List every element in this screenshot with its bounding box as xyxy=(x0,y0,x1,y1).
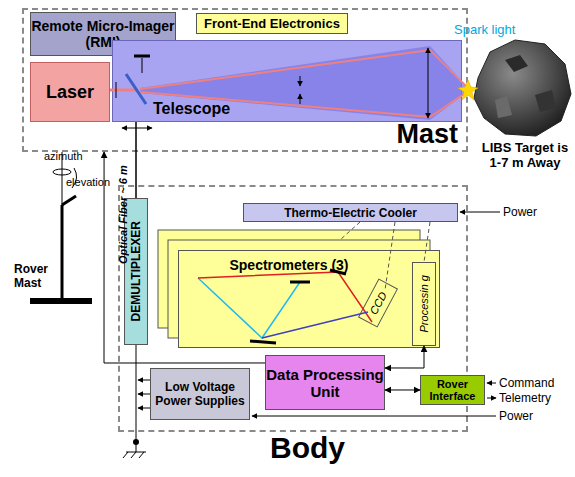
ground-node xyxy=(133,439,139,445)
lens-symbol xyxy=(300,94,301,104)
signal-wire xyxy=(385,389,420,390)
power-bus xyxy=(136,345,137,442)
rmi-path xyxy=(142,58,143,73)
light-ray xyxy=(198,272,372,322)
light-ray xyxy=(198,278,300,338)
beam-size-mark xyxy=(116,82,117,98)
command-wire xyxy=(487,383,496,384)
rover-deck xyxy=(30,298,92,304)
node-text: Data Processing Unit xyxy=(266,366,384,400)
spark-symbol xyxy=(458,80,478,100)
laser-beam xyxy=(140,50,470,117)
node-text: Rover Interface xyxy=(421,378,484,402)
mirror xyxy=(330,270,346,274)
node-text: Mast xyxy=(396,119,458,150)
part-label: Rover Mast xyxy=(14,262,58,290)
axis-label: azimuth xyxy=(44,150,104,162)
laser-box: Laser xyxy=(30,62,110,122)
telescope-box: Telescope xyxy=(112,40,462,122)
signal-label: Command xyxy=(499,376,569,390)
focus-arrow xyxy=(122,128,152,129)
beam-splitter-mirror xyxy=(126,74,146,104)
lens-symbol xyxy=(428,48,429,118)
spectrometer-box: Spectrometers (3) CCD Processin g xyxy=(178,250,440,348)
mast-arm xyxy=(62,196,76,205)
light-ray xyxy=(262,312,368,338)
rock-texture xyxy=(505,55,528,72)
node-text: Spectrometers (3) xyxy=(229,257,348,273)
cooler-link xyxy=(424,222,430,262)
body-group: BodyThermo-Electric CoolerDEMULTIPLEXERS… xyxy=(118,185,468,432)
signal-label: Telemetry xyxy=(499,391,569,405)
ground-symbol xyxy=(131,452,136,458)
node-text: Body xyxy=(270,430,345,466)
optical-fiber xyxy=(135,122,137,198)
node-text: Front-End Electronics xyxy=(204,16,340,31)
signal-label: Power xyxy=(499,409,559,423)
signal-wire xyxy=(104,152,265,363)
rock-texture xyxy=(535,90,556,112)
power-supply-box: Low Voltage Power Supplies xyxy=(150,368,250,420)
power-wire xyxy=(460,212,500,213)
power-wire xyxy=(138,380,150,381)
ground-symbol xyxy=(126,452,146,453)
target-rock xyxy=(474,40,571,136)
ccd-box: CCD xyxy=(358,278,398,327)
rmi-mirror xyxy=(134,55,150,58)
power-wire xyxy=(138,394,150,395)
electronics-box: Front-End Electronics xyxy=(196,13,348,34)
node-text: Telescope xyxy=(153,100,230,118)
cooler-link xyxy=(340,222,360,240)
laser-beam xyxy=(110,89,136,92)
processing-box: Processin g xyxy=(412,262,436,346)
ground-symbol xyxy=(136,442,137,452)
cooler-link xyxy=(385,222,395,290)
interface-box: Rover Interface xyxy=(420,375,485,405)
lens-symbol xyxy=(300,76,301,86)
mast-post xyxy=(61,205,64,298)
node-text: Low Voltage Power Supplies xyxy=(151,380,249,408)
mirror xyxy=(290,281,310,284)
grating xyxy=(250,341,276,343)
light-cone xyxy=(140,46,470,120)
rock-texture xyxy=(495,96,512,118)
node-text: DEMULTIPLEXER xyxy=(129,221,143,321)
power-wire xyxy=(252,416,496,417)
fiber-label: Optical Fiber ~ 6 m xyxy=(117,152,133,264)
azimuth-arrow xyxy=(53,169,71,175)
ground-symbol xyxy=(123,452,128,458)
node-text: Thermo-Electric Cooler xyxy=(284,206,417,220)
node-text: Laser xyxy=(46,82,94,103)
signal-wire xyxy=(385,346,424,368)
processing-unit-box: Data Processing Unit xyxy=(265,355,385,410)
cooler-box: Thermo-Electric Cooler xyxy=(243,203,458,222)
signal-label: Power xyxy=(503,205,553,219)
spark-label: Spark light xyxy=(454,22,534,37)
telemetry-wire xyxy=(487,398,496,399)
power-wire xyxy=(138,408,150,409)
node-text: CCD xyxy=(367,290,389,317)
node-text: Processin g xyxy=(418,275,430,332)
mast-group: MastRemote Micro-Imager (RMI)Front-End E… xyxy=(22,8,468,152)
target-label: LIBS Target is 1-7 m Away xyxy=(476,140,574,170)
ground-symbol xyxy=(139,452,144,458)
